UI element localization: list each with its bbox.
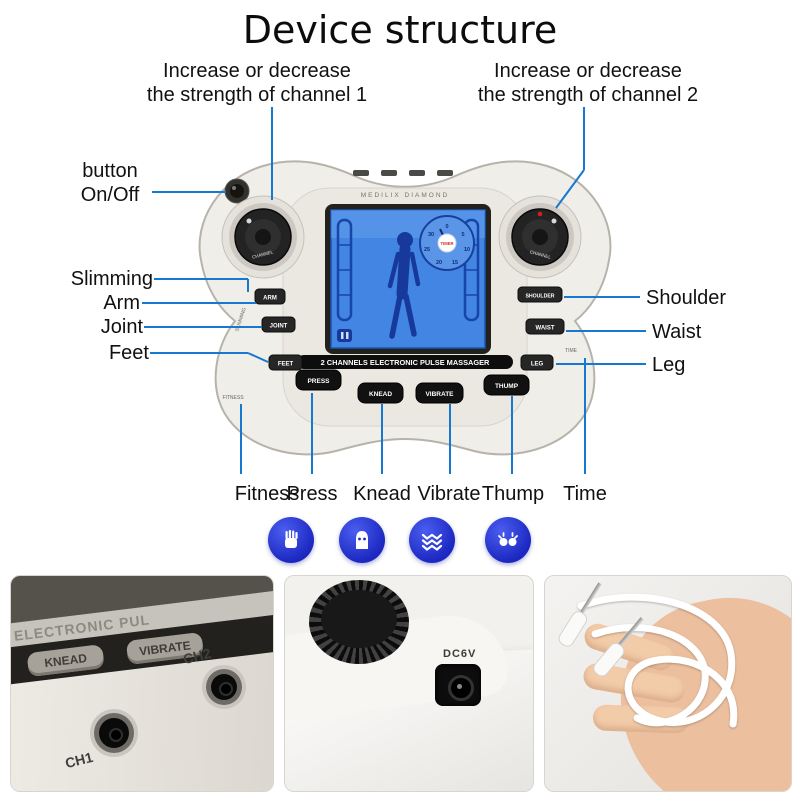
annotation-thump: Thump — [481, 483, 545, 505]
banner-bar — [297, 355, 513, 369]
annotation-on-off: button On/Off — [80, 160, 140, 206]
timer-tick-30: 30 — [428, 232, 434, 238]
banner-text: 2 CHANNELS ELECTRONIC PULSE MASSAGER — [321, 358, 490, 367]
timer-label: TIMER — [440, 241, 453, 246]
annotation-shoulder: Shoulder — [646, 287, 727, 309]
press-button — [295, 369, 342, 391]
lcd-timer-dial: 0 5 10 15 20 25 30 TIMER — [419, 215, 475, 271]
lcd-body-figure — [387, 232, 421, 339]
annotation-slimming: Slimming — [70, 268, 153, 290]
waist-button-label: WAIST — [536, 326, 555, 332]
dc6v-port-pin — [457, 684, 462, 689]
annotation-leg: Leg — [652, 354, 686, 376]
photo-knead-button: KNEAD — [26, 644, 105, 678]
dc6v-label: DC6V — [443, 648, 477, 660]
feet-button-label: FEET — [278, 362, 294, 368]
timer-tick-0: 0 — [445, 224, 448, 230]
thump-button — [483, 374, 530, 396]
photo-power-dial-cap — [321, 590, 397, 648]
photo-output-ports: ELECTRONIC PUL KNEAD VIBRATE CH2 CH1 — [10, 575, 274, 792]
brand-text: MEDILIX DIAMOND — [361, 192, 450, 199]
annotation-waist: Waist — [652, 321, 702, 343]
power-button — [224, 178, 250, 204]
annotation-channel1: Increase or decrease the strength of cha… — [146, 60, 368, 106]
thump-button-label: THUMP — [495, 383, 519, 390]
vibrate-icon — [409, 517, 455, 563]
time-printed-label: TIME — [565, 348, 578, 354]
ch1-port-hole — [109, 728, 123, 742]
feet-button — [268, 354, 303, 371]
timer-tick-20: 20 — [436, 260, 442, 266]
lcd-screen: 0 5 10 15 20 25 30 TIMER — [325, 204, 491, 354]
knead-button — [357, 382, 404, 404]
thump-icon — [485, 517, 531, 563]
waist-button — [525, 318, 565, 335]
channel1-dial: CHANNEL — [221, 195, 305, 279]
press-button-label: PRESS — [307, 378, 330, 385]
press-icon — [268, 517, 314, 563]
ch1-port — [99, 718, 129, 748]
knead-icon — [339, 517, 385, 563]
joint-button-label: JOINT — [270, 324, 288, 330]
vibrate-button — [415, 382, 464, 404]
annotation-knead: Knead — [353, 483, 411, 505]
annotation-time: Time — [563, 483, 607, 505]
joint-button — [261, 316, 296, 333]
channel2-dial: CHANNEL — [498, 195, 582, 279]
massager-device: MEDILIX DIAMOND CHANNEL — [185, 148, 625, 478]
mode-button-group: PRESS KNEAD VIBRATE THUMP — [295, 369, 530, 404]
photo-electrode-cables — [544, 575, 792, 792]
arm-button — [254, 288, 286, 305]
annotation-vibrate: Vibrate — [417, 483, 481, 505]
fitness-printed-label: FITNESS — [222, 395, 244, 401]
timer-tick-5: 5 — [461, 232, 464, 238]
cable-wires — [577, 593, 738, 728]
channel2-dial-label: CHANNEL — [529, 249, 552, 260]
ch2-port — [211, 674, 237, 700]
lcd-mode-glyph — [337, 329, 352, 342]
annotation-press: Press — [286, 483, 338, 505]
lcd-intensity-bars — [336, 218, 480, 322]
knead-button-label: KNEAD — [369, 391, 392, 398]
arm-button-label: ARM — [263, 296, 277, 302]
timer-tick-15: 15 — [452, 260, 458, 266]
annotation-joint: Joint — [100, 316, 143, 338]
leg-button-label: LEG — [531, 362, 544, 368]
annotation-channel2: Increase or decrease the strength of cha… — [477, 60, 699, 106]
shoulder-button-label: SHOULDER — [525, 294, 554, 300]
annotation-arm: Arm — [103, 292, 140, 314]
right-button-group: SHOULDER WAIST LEG TIME — [517, 286, 578, 371]
annotation-feet: Feet — [108, 342, 149, 364]
speaker-slots — [353, 170, 453, 176]
shoulder-button — [517, 286, 563, 303]
annotation-fitness: Fitness — [234, 483, 300, 505]
channel1-dial-label: CHANNEL — [252, 249, 275, 260]
vibrate-button-label: VIBRATE — [425, 391, 454, 398]
leg-button — [520, 354, 554, 371]
ch2-port-hole — [219, 682, 233, 696]
timer-tick-10: 10 — [464, 247, 470, 253]
page-title: Device structure — [242, 8, 558, 52]
timer-tick-25: 25 — [424, 247, 430, 253]
photo-power-port: DC6V — [284, 575, 534, 792]
